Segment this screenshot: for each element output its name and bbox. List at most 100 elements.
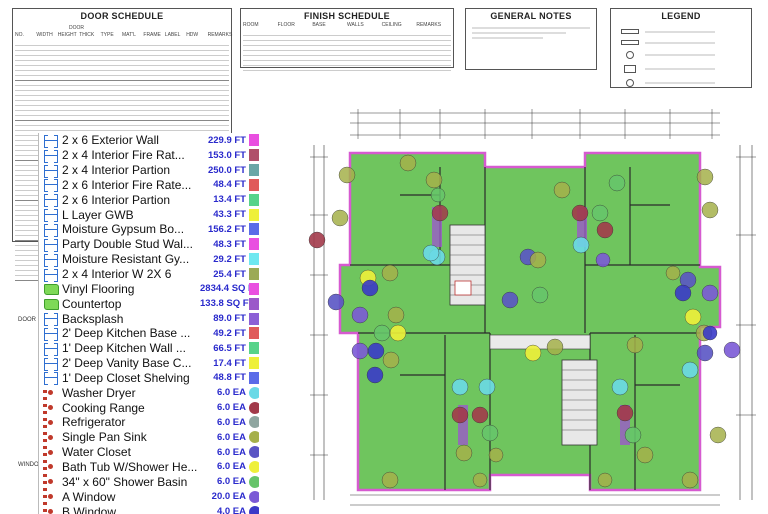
linear-measure-icon [43,134,59,148]
takeoff-item-label: Moisture Gypsum Bo... [62,222,185,237]
takeoff-item[interactable]: 1' Deep Kitchen Wall ...66.5 FT [39,341,259,356]
color-swatch[interactable] [249,268,259,281]
general-notes: GENERAL NOTES [465,8,597,70]
door-col-header: FRAME [143,32,161,38]
count-measure-icon [43,475,59,488]
takeoff-item-label: 34" x 60" Shower Basin [62,474,188,489]
linear-measure-icon [43,223,59,237]
color-swatch[interactable] [249,238,259,251]
color-swatch[interactable] [249,282,259,295]
takeoff-item[interactable]: 2' Deep Vanity Base C...17.4 FT [39,356,259,371]
color-swatch[interactable] [249,149,259,162]
color-swatch[interactable] [249,401,259,414]
takeoff-item-label: 2 x 6 Interior Partion [62,192,171,207]
door-col-header: NO. [15,32,24,38]
color-swatch[interactable] [249,253,259,266]
count-measure-icon [43,386,59,399]
linear-measure-icon [43,208,59,223]
dimension-lines [313,112,753,506]
door-col-header: HDW [186,32,199,38]
finish-schedule-rows [243,31,451,71]
color-swatch[interactable] [249,312,259,325]
takeoff-item-quantity: 229.9 FT [207,134,246,146]
color-swatch[interactable] [249,475,259,488]
takeoff-item-label: 1' Deep Closet Shelving [62,370,190,385]
takeoff-item-quantity: 6.0 EA [216,387,246,399]
takeoff-item-label: Countertop [62,296,122,311]
legend: LEGEND [610,8,752,88]
count-measure-icon [43,505,59,514]
stair-south [561,359,598,446]
color-swatch[interactable] [249,460,259,473]
takeoff-item[interactable]: 34" x 60" Shower Basin 6.0 EA [39,474,259,489]
color-swatch[interactable] [249,416,259,429]
color-swatch[interactable] [249,178,259,191]
color-swatch[interactable] [249,505,259,514]
door-side-label: DOOR [18,317,36,323]
color-swatch[interactable] [249,327,259,340]
color-swatch[interactable] [249,193,259,206]
takeoff-item-quantity: 25.4 FT [213,268,246,280]
takeoff-item[interactable]: 1' Deep Closet Shelving 48.8 FT [39,371,259,386]
takeoff-item[interactable]: Countertop 133.8 SQ FT [39,296,259,311]
takeoff-item-label: Bath Tub W/Shower He... [62,459,198,474]
linear-measure-icon [43,357,59,371]
color-swatch[interactable] [249,223,259,236]
takeoff-item[interactable]: Bath Tub W/Shower He...6.0 EA [39,460,259,475]
takeoff-item[interactable]: Moisture Resistant Gy...29.2 FT [39,252,259,267]
color-swatch[interactable] [249,386,259,399]
takeoff-item[interactable]: 2 x 6 Interior Fire Rate...48.4 FT [39,178,259,193]
color-swatch[interactable] [249,490,259,503]
takeoff-item[interactable]: Party Double Stud Wal...48.3 FT [39,237,259,252]
linear-measure-icon [43,268,59,282]
color-swatch[interactable] [249,342,259,355]
takeoff-item-label: Single Pan Sink [62,430,147,445]
count-markers[interactable] [308,154,741,489]
color-swatch[interactable] [249,164,259,177]
takeoff-item-quantity: 250.0 FT [207,164,246,176]
takeoff-item-label: Backsplash [62,311,124,326]
color-swatch[interactable] [249,446,259,459]
area-measure-icon [43,282,59,296]
takeoff-item-quantity: 6.0 EA [216,476,246,488]
linear-measure-icon [43,149,59,163]
window-side-label: WINDO [18,462,39,468]
color-swatch[interactable] [249,297,259,310]
color-swatch[interactable] [249,208,259,221]
finish-col-header: FLOOR [277,22,295,28]
takeoff-item[interactable]: Moisture Gypsum Bo...156.2 FT [39,222,259,237]
takeoff-item-label: Refrigerator [62,415,126,430]
takeoff-item[interactable]: 2 x 6 Interior Partion 13.4 FT [39,192,259,208]
color-swatch[interactable] [249,431,259,444]
linear-measure-icon [43,238,59,252]
takeoff-item-quantity: 153.0 FT [207,149,246,161]
floor-plan-drawing[interactable] [300,95,768,514]
linear-measure-icon [43,371,59,386]
color-swatch[interactable] [249,357,259,370]
takeoff-item-quantity: 48.8 FT [213,372,246,384]
takeoff-item-quantity: 133.8 SQ FT [200,298,255,310]
takeoff-item[interactable]: 2 x 4 Interior Fire Rat...153.0 FT [39,148,259,163]
takeoff-item-quantity: 13.4 FT [213,194,246,206]
linear-measure-icon [43,178,59,193]
takeoff-item[interactable]: 2' Deep Kitchen Base ...49.2 FT [39,326,259,341]
color-swatch[interactable] [249,134,259,147]
color-swatch[interactable] [249,371,259,384]
linear-measure-icon [43,253,59,267]
takeoff-item-quantity: 6.0 EA [216,402,246,414]
